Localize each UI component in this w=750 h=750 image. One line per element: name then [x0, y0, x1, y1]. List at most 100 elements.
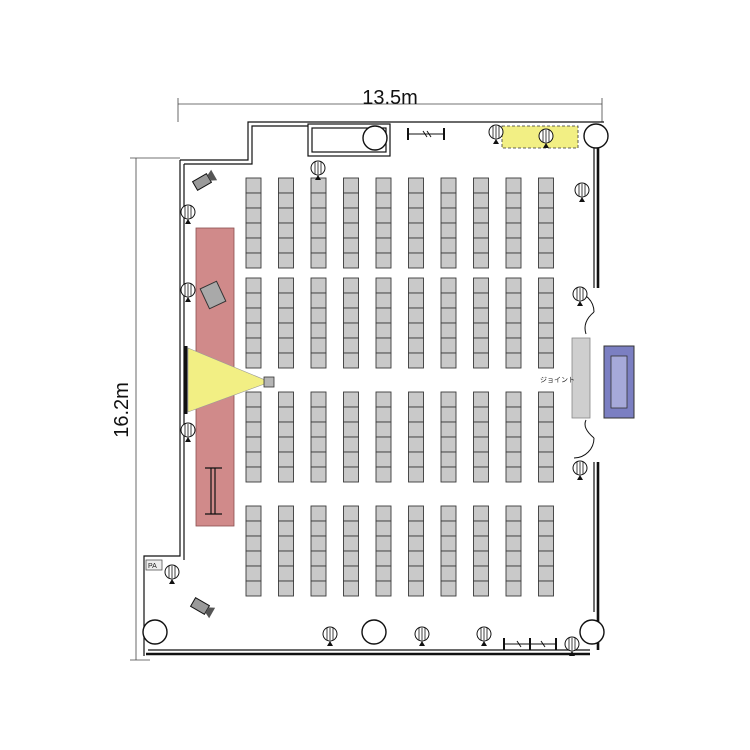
camera-bottom [189, 596, 216, 619]
seat [408, 207, 424, 224]
seat [343, 436, 359, 453]
pa-box [145, 559, 163, 571]
seat [538, 352, 554, 369]
seat [375, 277, 392, 294]
seat [505, 337, 522, 354]
speaker-icon [572, 286, 588, 306]
seat [310, 391, 327, 408]
seat-block [245, 177, 554, 269]
seat [538, 565, 554, 582]
seat [408, 237, 424, 254]
seat [245, 307, 262, 324]
speaker-icon [574, 182, 590, 202]
seat [343, 222, 359, 239]
seat [245, 337, 262, 354]
seat [278, 565, 294, 582]
seat [538, 505, 554, 522]
seat [310, 565, 327, 582]
seat [343, 421, 359, 438]
speaker-icon [164, 564, 180, 584]
seat [245, 505, 262, 522]
seat [505, 322, 522, 339]
seat [343, 322, 359, 339]
seat [278, 277, 294, 294]
seat [408, 520, 424, 537]
seat [440, 252, 457, 269]
seat [440, 337, 457, 354]
seat [505, 237, 522, 254]
seat-block [245, 277, 554, 369]
seat [375, 550, 392, 567]
seat [440, 421, 457, 438]
seat-block [245, 505, 554, 597]
seat [375, 252, 392, 269]
seat [375, 520, 392, 537]
seat [278, 406, 294, 423]
podium [199, 280, 227, 310]
seat [375, 580, 392, 597]
seat [343, 406, 359, 423]
seat [310, 322, 327, 339]
seat [278, 421, 294, 438]
seat [408, 337, 424, 354]
seat [505, 535, 522, 552]
seat [245, 207, 262, 224]
seat [278, 177, 294, 194]
seat [473, 535, 489, 552]
seat [408, 307, 424, 324]
seat [538, 406, 554, 423]
seat [538, 207, 554, 224]
speaker-icon [476, 626, 492, 646]
seat [505, 391, 522, 408]
seat [408, 322, 424, 339]
seat [343, 252, 359, 269]
seat [408, 277, 424, 294]
seat [538, 421, 554, 438]
seat [538, 451, 554, 468]
seat [310, 307, 327, 324]
pillar [362, 125, 388, 151]
seat [245, 421, 262, 438]
camera-top [191, 169, 218, 192]
seat [505, 436, 522, 453]
seat [245, 565, 262, 582]
seat [245, 292, 262, 309]
seat [505, 580, 522, 597]
seat [538, 307, 554, 324]
seat [408, 565, 424, 582]
seat [538, 550, 554, 567]
seat [440, 322, 457, 339]
seat [473, 352, 489, 369]
seat [505, 565, 522, 582]
seat [245, 177, 262, 194]
seat [473, 436, 489, 453]
speaker-icon [180, 204, 196, 224]
seat [538, 580, 554, 597]
seat [538, 192, 554, 209]
seat [245, 322, 262, 339]
seat [440, 222, 457, 239]
seat [440, 436, 457, 453]
lectern-stand [205, 467, 222, 515]
seat [505, 307, 522, 324]
pillar [583, 123, 609, 149]
wall-fitting-top [407, 128, 445, 140]
seat [440, 277, 457, 294]
seat [343, 277, 359, 294]
projection-beam [187, 347, 271, 413]
seat [408, 222, 424, 239]
seat [408, 177, 424, 194]
seat [440, 307, 457, 324]
seat [505, 292, 522, 309]
seat [440, 352, 457, 369]
seat [408, 252, 424, 269]
seat [408, 451, 424, 468]
joint-label: ジョイント [540, 377, 575, 384]
seat [473, 252, 489, 269]
seat [343, 505, 359, 522]
door-swing-bottom [573, 419, 595, 459]
pillar [361, 619, 387, 645]
seat [278, 222, 294, 239]
wall-fitting-bottom [503, 638, 557, 650]
